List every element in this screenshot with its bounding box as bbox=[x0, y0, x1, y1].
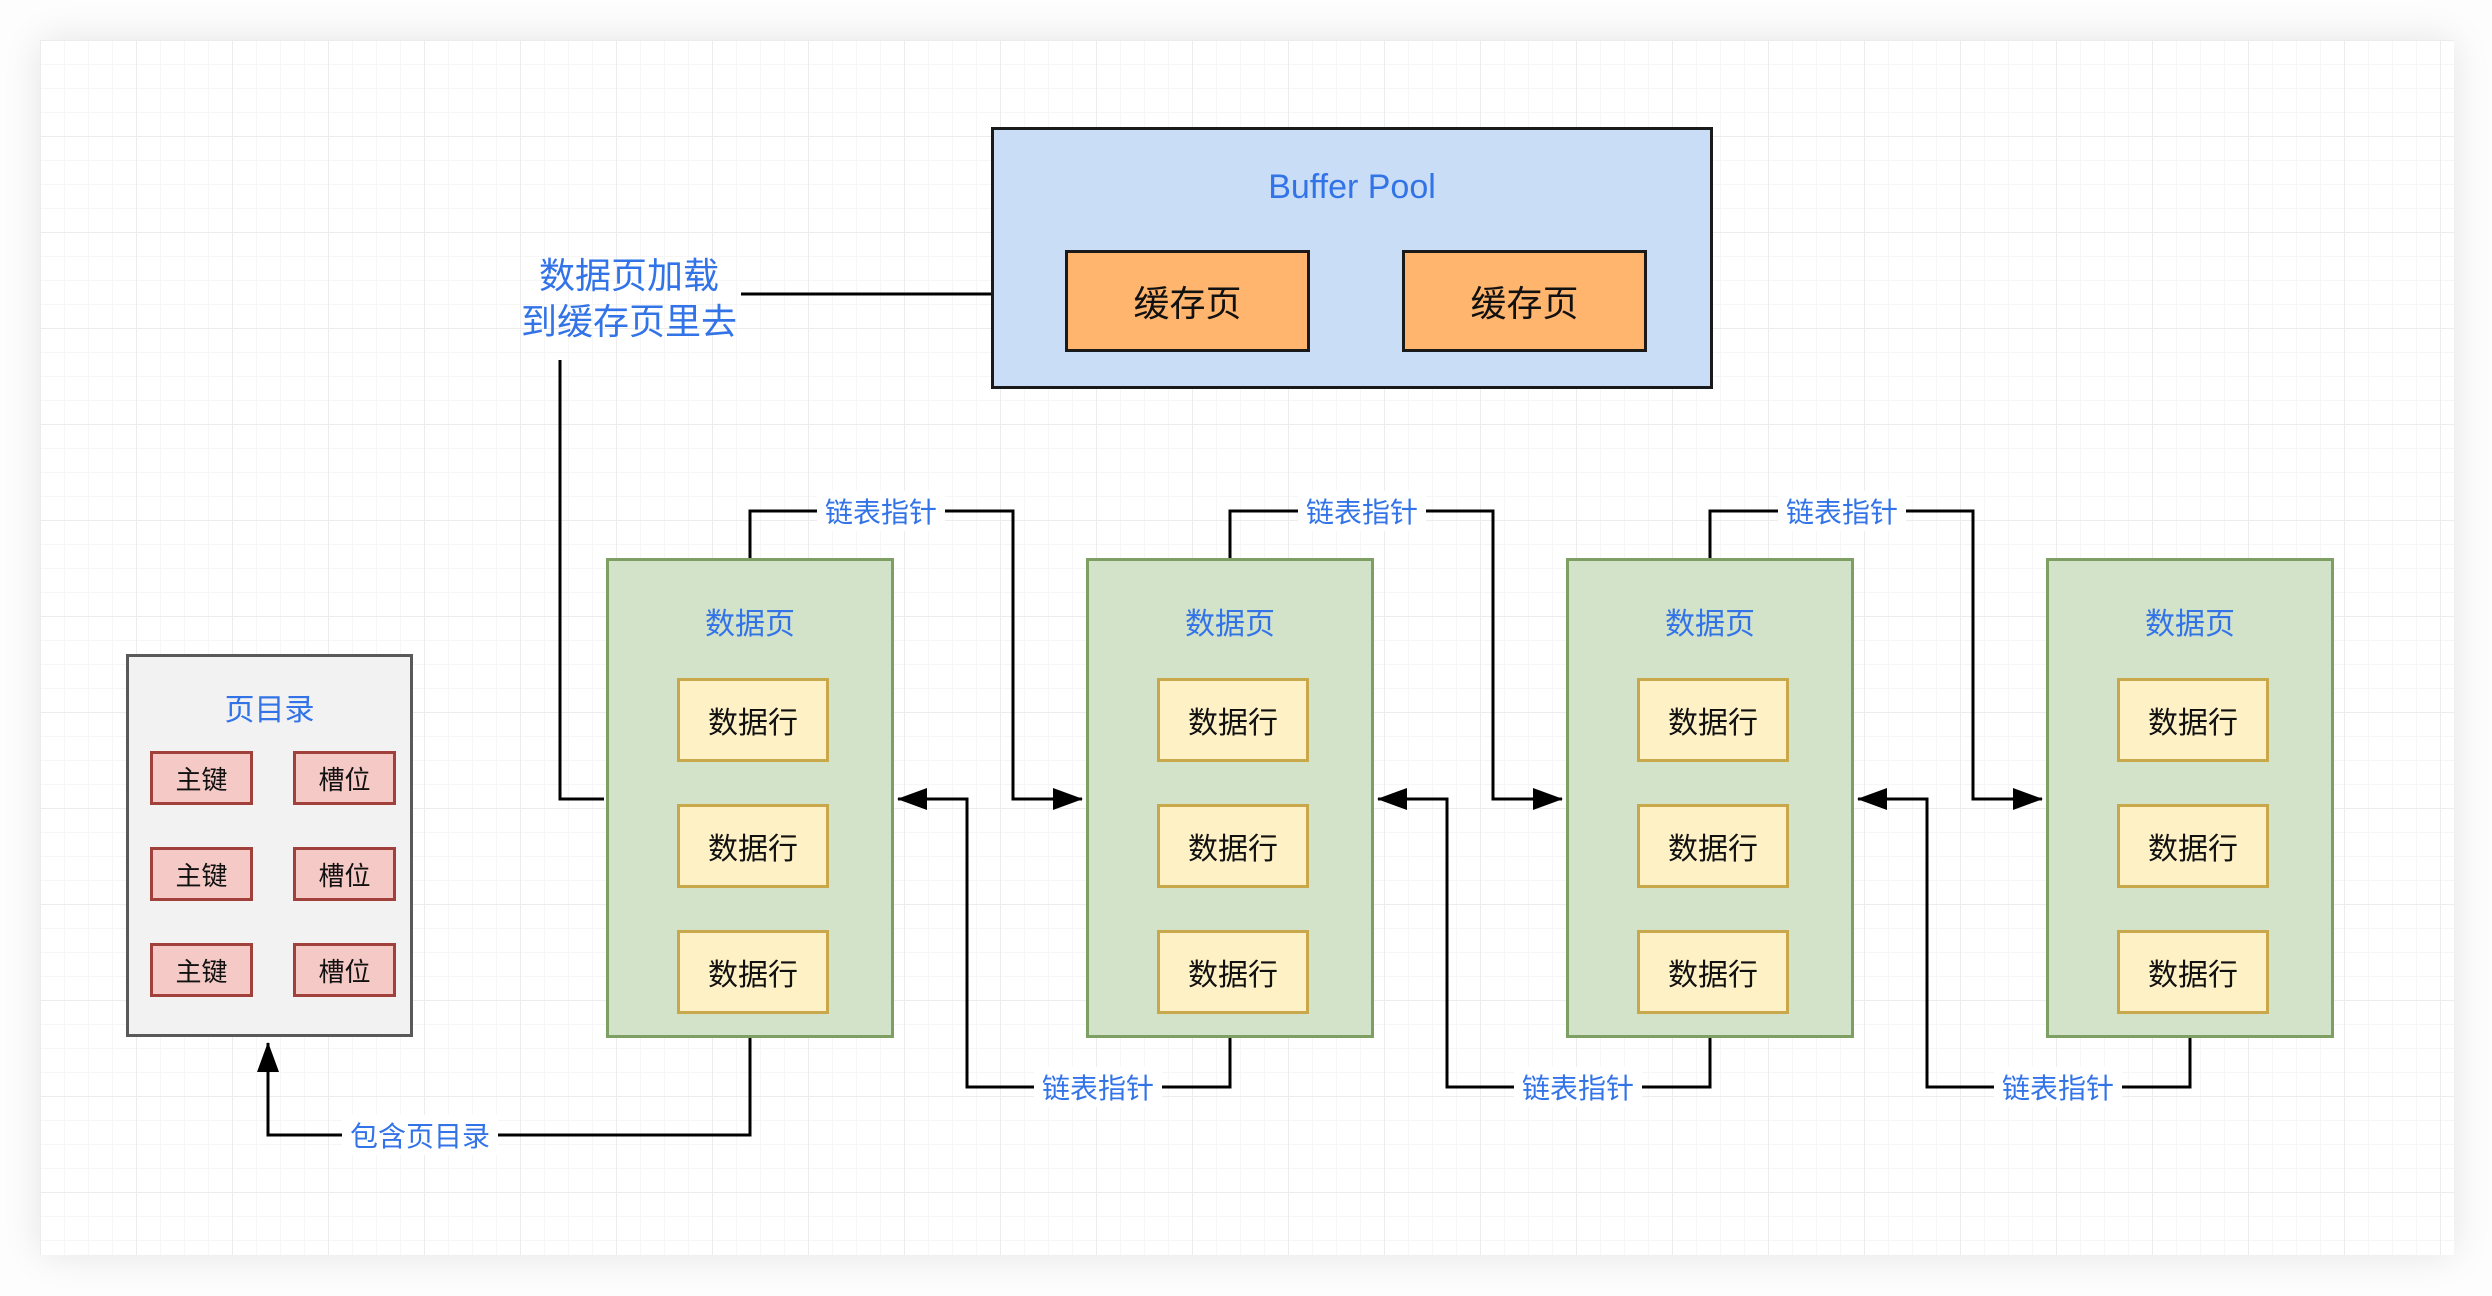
slot-box: 槽位 bbox=[293, 943, 396, 997]
next-pointer-arrow-2 bbox=[1228, 509, 1563, 810]
data-page-title: 数据页 bbox=[705, 608, 795, 641]
primary-key-box: 主键 bbox=[150, 943, 253, 997]
pointer-label-top-3: 链表指针 bbox=[1777, 491, 1907, 531]
data-row-label: 数据行 bbox=[708, 707, 798, 740]
buffer-pool-title: Buffer Pool bbox=[1268, 168, 1436, 206]
data-row-box: 数据行 bbox=[1637, 930, 1789, 1014]
page-directory-box: 页目录 主键 槽位 主键 槽位 主键 槽位 bbox=[126, 654, 413, 1037]
data-row-label: 数据行 bbox=[2148, 707, 2238, 740]
data-row-box: 数据行 bbox=[1637, 804, 1789, 888]
data-row-box: 数据行 bbox=[2117, 678, 2269, 762]
load-annotation-line2: 到缓存页里去 bbox=[520, 301, 738, 342]
pointer-label-top-2: 链表指针 bbox=[1297, 491, 1427, 531]
slot-label: 槽位 bbox=[318, 764, 371, 795]
prev-pointer-arrow-2 bbox=[1377, 788, 1712, 1089]
primary-key-label: 主键 bbox=[175, 764, 228, 795]
primary-key-box: 主键 bbox=[150, 847, 253, 901]
prev-pointer-arrow-3 bbox=[1857, 788, 2192, 1089]
data-page-title: 数据页 bbox=[1185, 608, 1275, 641]
next-pointer-arrow-3 bbox=[1708, 509, 2043, 810]
data-row-label: 数据行 bbox=[1668, 833, 1758, 866]
data-row-label: 数据行 bbox=[1188, 959, 1278, 992]
data-page-title: 数据页 bbox=[2145, 608, 2235, 641]
data-row-label: 数据行 bbox=[2148, 833, 2238, 866]
data-row-box: 数据行 bbox=[2117, 930, 2269, 1014]
next-pointer-arrow-1 bbox=[748, 509, 1083, 810]
data-row-box: 数据行 bbox=[1157, 930, 1309, 1014]
primary-key-box: 主键 bbox=[150, 751, 253, 805]
data-row-box: 数据行 bbox=[2117, 804, 2269, 888]
data-page-title: 数据页 bbox=[1665, 608, 1755, 641]
data-row-box: 数据行 bbox=[677, 678, 829, 762]
data-row-box: 数据行 bbox=[1157, 804, 1309, 888]
data-page-box-2: 数据页 数据行 数据行 数据行 bbox=[1086, 558, 1374, 1038]
buffer-pool-box: Buffer Pool 缓存页 缓存页 bbox=[991, 127, 1713, 389]
slot-label: 槽位 bbox=[318, 860, 371, 891]
cache-page-box-2: 缓存页 bbox=[1402, 250, 1647, 352]
cache-page-box-1: 缓存页 bbox=[1065, 250, 1310, 352]
data-row-label: 数据行 bbox=[708, 959, 798, 992]
primary-key-label: 主键 bbox=[175, 956, 228, 987]
data-row-label: 数据行 bbox=[2148, 959, 2238, 992]
data-page-box-3: 数据页 数据行 数据行 数据行 bbox=[1566, 558, 1854, 1038]
pointer-label-bottom-3: 链表指针 bbox=[1993, 1067, 2123, 1107]
data-page-box-4: 数据页 数据行 数据行 数据行 bbox=[2046, 558, 2334, 1038]
primary-key-label: 主键 bbox=[175, 860, 228, 891]
data-row-box: 数据行 bbox=[677, 930, 829, 1014]
data-row-box: 数据行 bbox=[1637, 678, 1789, 762]
data-row-label: 数据行 bbox=[708, 833, 798, 866]
cache-page-label: 缓存页 bbox=[1133, 283, 1242, 324]
data-row-box: 数据行 bbox=[1157, 678, 1309, 762]
slot-box: 槽位 bbox=[293, 847, 396, 901]
load-annotation: 数据页加载 到缓存页里去 bbox=[521, 253, 737, 345]
pointer-label-bottom-2: 链表指针 bbox=[1513, 1067, 1643, 1107]
data-row-label: 数据行 bbox=[1668, 707, 1758, 740]
data-row-label: 数据行 bbox=[1188, 833, 1278, 866]
data-row-label: 数据行 bbox=[1188, 707, 1278, 740]
cache-page-label: 缓存页 bbox=[1470, 283, 1579, 324]
slot-label: 槽位 bbox=[318, 956, 371, 987]
data-row-box: 数据行 bbox=[677, 804, 829, 888]
load-annotation-line1: 数据页加载 bbox=[538, 255, 720, 296]
slot-box: 槽位 bbox=[293, 751, 396, 805]
data-page-box-1: 数据页 数据行 数据行 数据行 bbox=[606, 558, 894, 1038]
contains-directory-arrow bbox=[257, 1037, 752, 1137]
data-row-label: 数据行 bbox=[1668, 959, 1758, 992]
pointer-label-top-1: 链表指针 bbox=[816, 491, 946, 531]
prev-pointer-arrow-1 bbox=[897, 788, 1232, 1089]
contains-directory-label: 包含页目录 bbox=[341, 1115, 499, 1155]
page-directory-title: 页目录 bbox=[224, 694, 315, 727]
load-annotation-line bbox=[558, 360, 604, 801]
pointer-label-bottom-1: 链表指针 bbox=[1033, 1067, 1163, 1107]
